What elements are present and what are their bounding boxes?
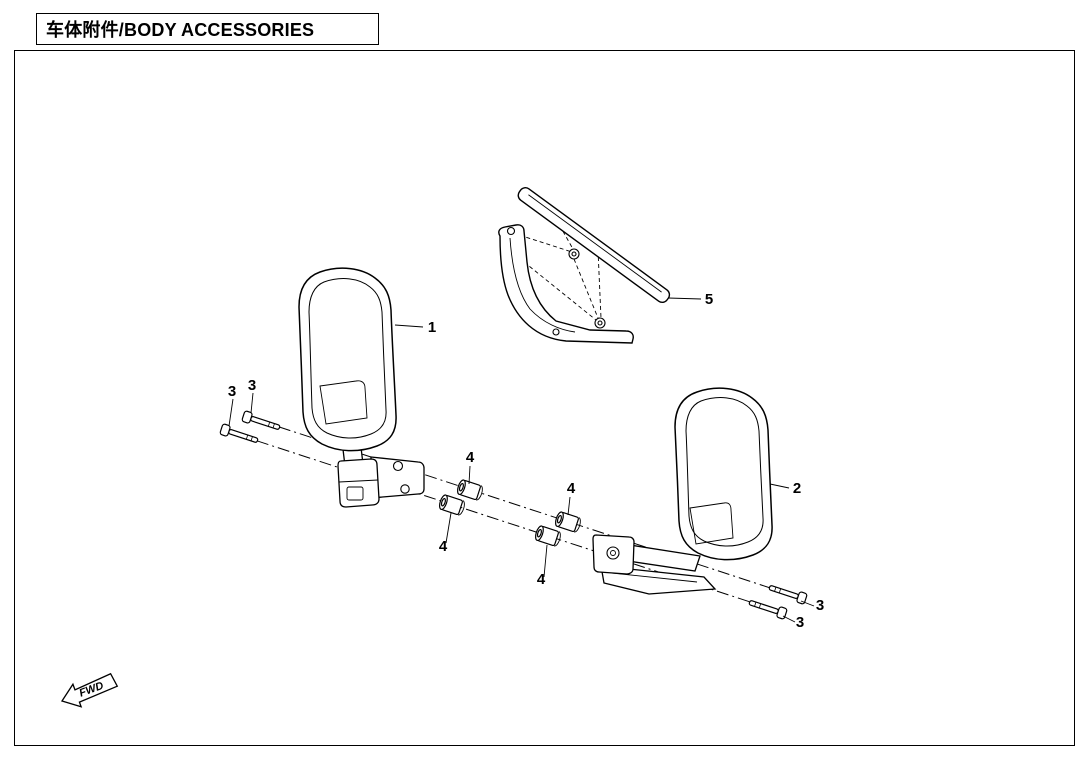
bracket-assembly (498, 187, 671, 344)
leader-spacer-top-left (468, 465, 471, 485)
spacer-hole (556, 514, 562, 524)
spacer-far-edge (574, 517, 581, 533)
screw-head (796, 591, 808, 605)
screw-thread (245, 434, 249, 440)
spacer-far-edge (476, 485, 483, 501)
fwd-arrow-shape (60, 672, 119, 708)
bracket-bolt-center (597, 320, 603, 326)
left-plate-hole-lower (400, 484, 410, 494)
spacer-bottom-right (535, 525, 561, 547)
callout-4-bottom-right: 4 (537, 571, 546, 588)
screw-right-b (768, 585, 808, 605)
screw-head (241, 410, 253, 424)
axis-line-lower (235, 433, 785, 614)
leader-screw-left-b (250, 392, 254, 414)
callout-2: 2 (793, 480, 801, 497)
leader-bracket (667, 297, 702, 300)
callout-3-right-b: 3 (816, 597, 824, 614)
roof-trim-bar (517, 187, 671, 304)
spacer-far-edge (458, 500, 465, 516)
callout-4-top-right: 4 (567, 480, 576, 497)
callout-3-right-a: 3 (796, 614, 804, 631)
leader-spacer-top-right (567, 496, 571, 516)
section-title-box: 车体附件/BODY ACCESSORIES (36, 13, 379, 45)
bracket-bolt-center (571, 251, 577, 257)
right-mirror-rim (685, 397, 764, 547)
dash-line (555, 218, 574, 250)
dash-line (597, 249, 602, 319)
screw-shaft (250, 416, 281, 430)
spacer-far-edge (554, 531, 561, 547)
spacer-top-left (457, 479, 483, 501)
callout-3-left-a: 3 (228, 383, 236, 400)
right-clamp-hole-center (610, 550, 616, 556)
right-mirror-housing (674, 387, 773, 561)
callout-5: 5 (705, 291, 713, 308)
left-mount-plate (370, 456, 425, 499)
left-mirror-label-patch (319, 380, 368, 425)
leader-screw-right-a (782, 615, 796, 623)
screw-shaft (748, 600, 779, 614)
right-mirror-label-patch (689, 502, 734, 545)
roof-trim-bar-edge (528, 194, 662, 293)
spacer-bottom-left (439, 494, 465, 516)
bracket-bolts (506, 226, 606, 336)
callout-1: 1 (428, 319, 436, 336)
screw-right-a (748, 600, 788, 620)
screw-thread (774, 586, 777, 592)
left-clamp-detail (346, 486, 364, 501)
screw-left-a (219, 423, 259, 443)
screw-thread (267, 421, 271, 427)
leader-mirror-left (394, 324, 424, 328)
screw-head (219, 423, 231, 437)
mount-bracket-inner-edge (509, 237, 576, 333)
screw-head (776, 606, 788, 620)
spacer-hole (440, 497, 446, 507)
spacer-hole (458, 482, 464, 492)
left-mirror-rim (308, 278, 387, 439)
screw-left-b (241, 410, 281, 430)
bracket-hole (506, 226, 516, 236)
left-plate-hole-upper (392, 460, 404, 472)
diagram-frame (14, 50, 1075, 746)
right-mount-arm (627, 544, 701, 572)
screw-thread (272, 423, 275, 429)
screw-shaft (768, 585, 799, 599)
screw-thread (250, 436, 253, 442)
spacer-top-right (555, 511, 581, 533)
spacer-hole (536, 528, 542, 538)
left-mirror-assembly (298, 267, 425, 508)
dash-line (573, 258, 599, 319)
callout-4-top-left: 4 (466, 449, 475, 466)
leader-spacer-bottom-left (445, 512, 452, 544)
mount-bracket (498, 224, 634, 344)
bracket-hole (552, 328, 560, 336)
leader-spacer-bottom-right (543, 544, 548, 578)
screw-thread (758, 603, 762, 609)
dash-line (523, 261, 597, 321)
leader-screw-left-a (228, 398, 234, 427)
screw-thread (778, 588, 782, 594)
callout-leaders (228, 297, 815, 623)
callout-4-bottom-left: 4 (439, 538, 448, 555)
left-clamp-seam (338, 479, 379, 483)
left-mirror-housing (298, 267, 397, 452)
leader-mirror-right (769, 483, 790, 489)
callout-3-left-b: 3 (248, 377, 256, 394)
screw-shaft (228, 429, 259, 443)
screw-thread (754, 601, 757, 607)
roof-trim-bar-body (517, 187, 671, 304)
section-title: 车体附件/BODY ACCESSORIES (46, 20, 315, 40)
fwd-arrow: FWD (60, 672, 119, 708)
leader-screw-right-b (800, 600, 815, 607)
right-mirror-assembly (592, 387, 773, 595)
